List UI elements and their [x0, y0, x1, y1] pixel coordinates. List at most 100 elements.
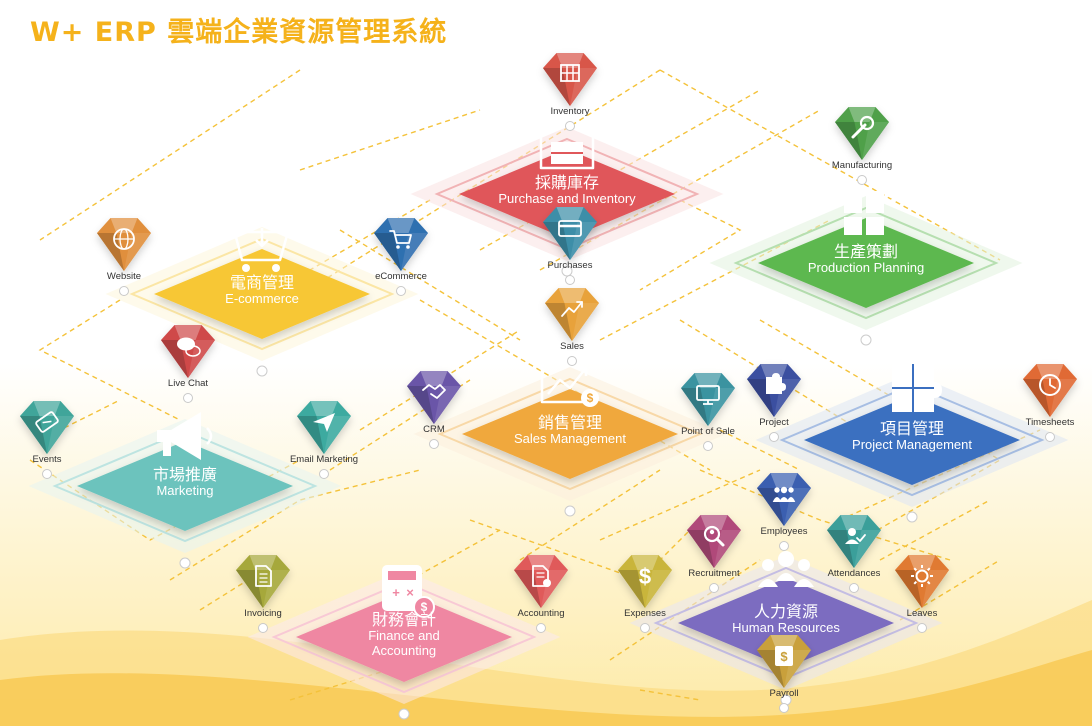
gem-facet-top: [700, 515, 728, 530]
gem-email[interactable]: [297, 401, 351, 454]
gem-facet-right: [922, 570, 949, 608]
gem-body: [161, 325, 215, 378]
hub-connector-dot: [398, 708, 410, 720]
gem-purchases[interactable]: [543, 207, 597, 260]
connector-line: [599, 469, 761, 541]
gem-body: [1023, 364, 1077, 417]
gem-facet-top: [174, 325, 202, 340]
hub-production[interactable]: [709, 186, 1023, 346]
gem-employees[interactable]: [757, 473, 811, 526]
gem-ecommerce_sat[interactable]: [374, 218, 428, 271]
hub-title-en-line2: Accounting: [371, 643, 437, 659]
gem-facet-right: [570, 222, 597, 260]
gem-facet-left: [543, 222, 570, 260]
gem-crm[interactable]: [407, 371, 461, 424]
gem-sales_sat[interactable]: [545, 288, 599, 341]
svg-text:$: $: [421, 600, 428, 614]
hub-sales[interactable]: $: [413, 362, 727, 517]
gem-project_sat[interactable]: [747, 364, 801, 417]
gem-facet-top: [558, 288, 586, 303]
gem-label-sales_sat: Sales: [560, 341, 584, 352]
gem-connector-dot: [769, 432, 779, 442]
hub-outline: [129, 237, 395, 351]
hub-title-en: Human Resources: [732, 620, 840, 636]
wallet-icon: $: [775, 646, 793, 666]
hub-outline: [733, 206, 999, 320]
gem-livechat[interactable]: [161, 325, 215, 378]
gem-events[interactable]: [20, 401, 74, 454]
gem-label-recruitment: Recruitment: [688, 568, 740, 579]
gem-accounting[interactable]: [514, 555, 568, 608]
gem-connector-dot: [429, 439, 439, 449]
hub-title-en: Production Planning: [807, 260, 925, 276]
gem-connector-dot: [183, 393, 193, 403]
gem-invoicing[interactable]: [236, 555, 290, 608]
gem-facet-left: [20, 416, 47, 454]
gem-facet-top: [1036, 364, 1064, 379]
globe-icon: [113, 228, 135, 250]
hub-title-zh: 採購庫存: [534, 173, 599, 192]
hub-connector-dot: [906, 511, 918, 523]
connector-line: [409, 529, 501, 581]
gem-attendances[interactable]: [827, 515, 881, 568]
hub-finance[interactable]: +×$: [247, 565, 561, 720]
gem-timesheets[interactable]: [1023, 364, 1077, 417]
gem-facet-left: [543, 68, 570, 106]
gem-expenses[interactable]: $: [618, 555, 672, 608]
gem-label-inventory: Inventory: [550, 106, 590, 117]
gem-connector-dot: [567, 356, 577, 366]
hub-title-en: Sales Management: [513, 431, 627, 447]
gem-inventory[interactable]: [543, 53, 597, 106]
connector-line: [339, 229, 521, 341]
gem-payroll[interactable]: $: [757, 635, 811, 688]
ticket-icon: [35, 411, 59, 433]
chat-bubbles-icon: [177, 337, 201, 357]
gem-website[interactable]: [97, 218, 151, 271]
gem-facet-top: [908, 555, 936, 570]
hub-outline: [437, 377, 703, 491]
clock-icon: [1039, 374, 1061, 396]
gem-manufacturing[interactable]: [835, 107, 889, 160]
gem-connector-dot: [640, 623, 650, 633]
hub-purchase[interactable]: [410, 120, 724, 277]
gem-connector-dot: [917, 623, 927, 633]
calculator-icon: +×$: [382, 565, 435, 618]
hub-connector-dot: [179, 557, 191, 569]
gem-facet-right: [324, 416, 351, 454]
gem-facet-left: [895, 570, 922, 608]
gem-connector-dot: [119, 286, 129, 296]
connector-line: [879, 499, 991, 561]
gem-facet-top: [33, 401, 61, 416]
connector-line: [39, 399, 121, 441]
hub-hr[interactable]: [629, 551, 943, 706]
hub-title-zh: 項目管理: [879, 419, 945, 438]
gem-label-leaves: Leaves: [906, 608, 938, 619]
gem-facet-right: [708, 388, 735, 426]
gem-facet-top: [631, 555, 659, 570]
gem-recruitment[interactable]: [687, 515, 741, 568]
page-title: W+ ERP 雲端企業資源管理系統: [30, 17, 448, 48]
gem-connector-dot: [396, 286, 406, 296]
gem-label-crm: CRM: [423, 424, 445, 435]
gem-connector-dot: [42, 469, 52, 479]
gem-connector-dot: [258, 623, 268, 633]
gem-leaves[interactable]: [895, 555, 949, 608]
connector-line: [519, 469, 661, 561]
gem-label-employees: Employees: [760, 526, 808, 537]
shopping-cart-icon: [222, 220, 290, 272]
gem-facet-top: [694, 373, 722, 388]
gem-pos[interactable]: [681, 373, 735, 426]
gem-facet-left: [681, 388, 708, 426]
connector-line: [719, 429, 801, 471]
hub-marketing[interactable]: [28, 412, 342, 569]
wrench-icon: [851, 115, 875, 139]
hub-ecommerce[interactable]: [105, 220, 419, 377]
hub-project[interactable]: [755, 356, 1069, 523]
gem-facet-top: [556, 207, 584, 222]
connector-line: [199, 559, 281, 611]
